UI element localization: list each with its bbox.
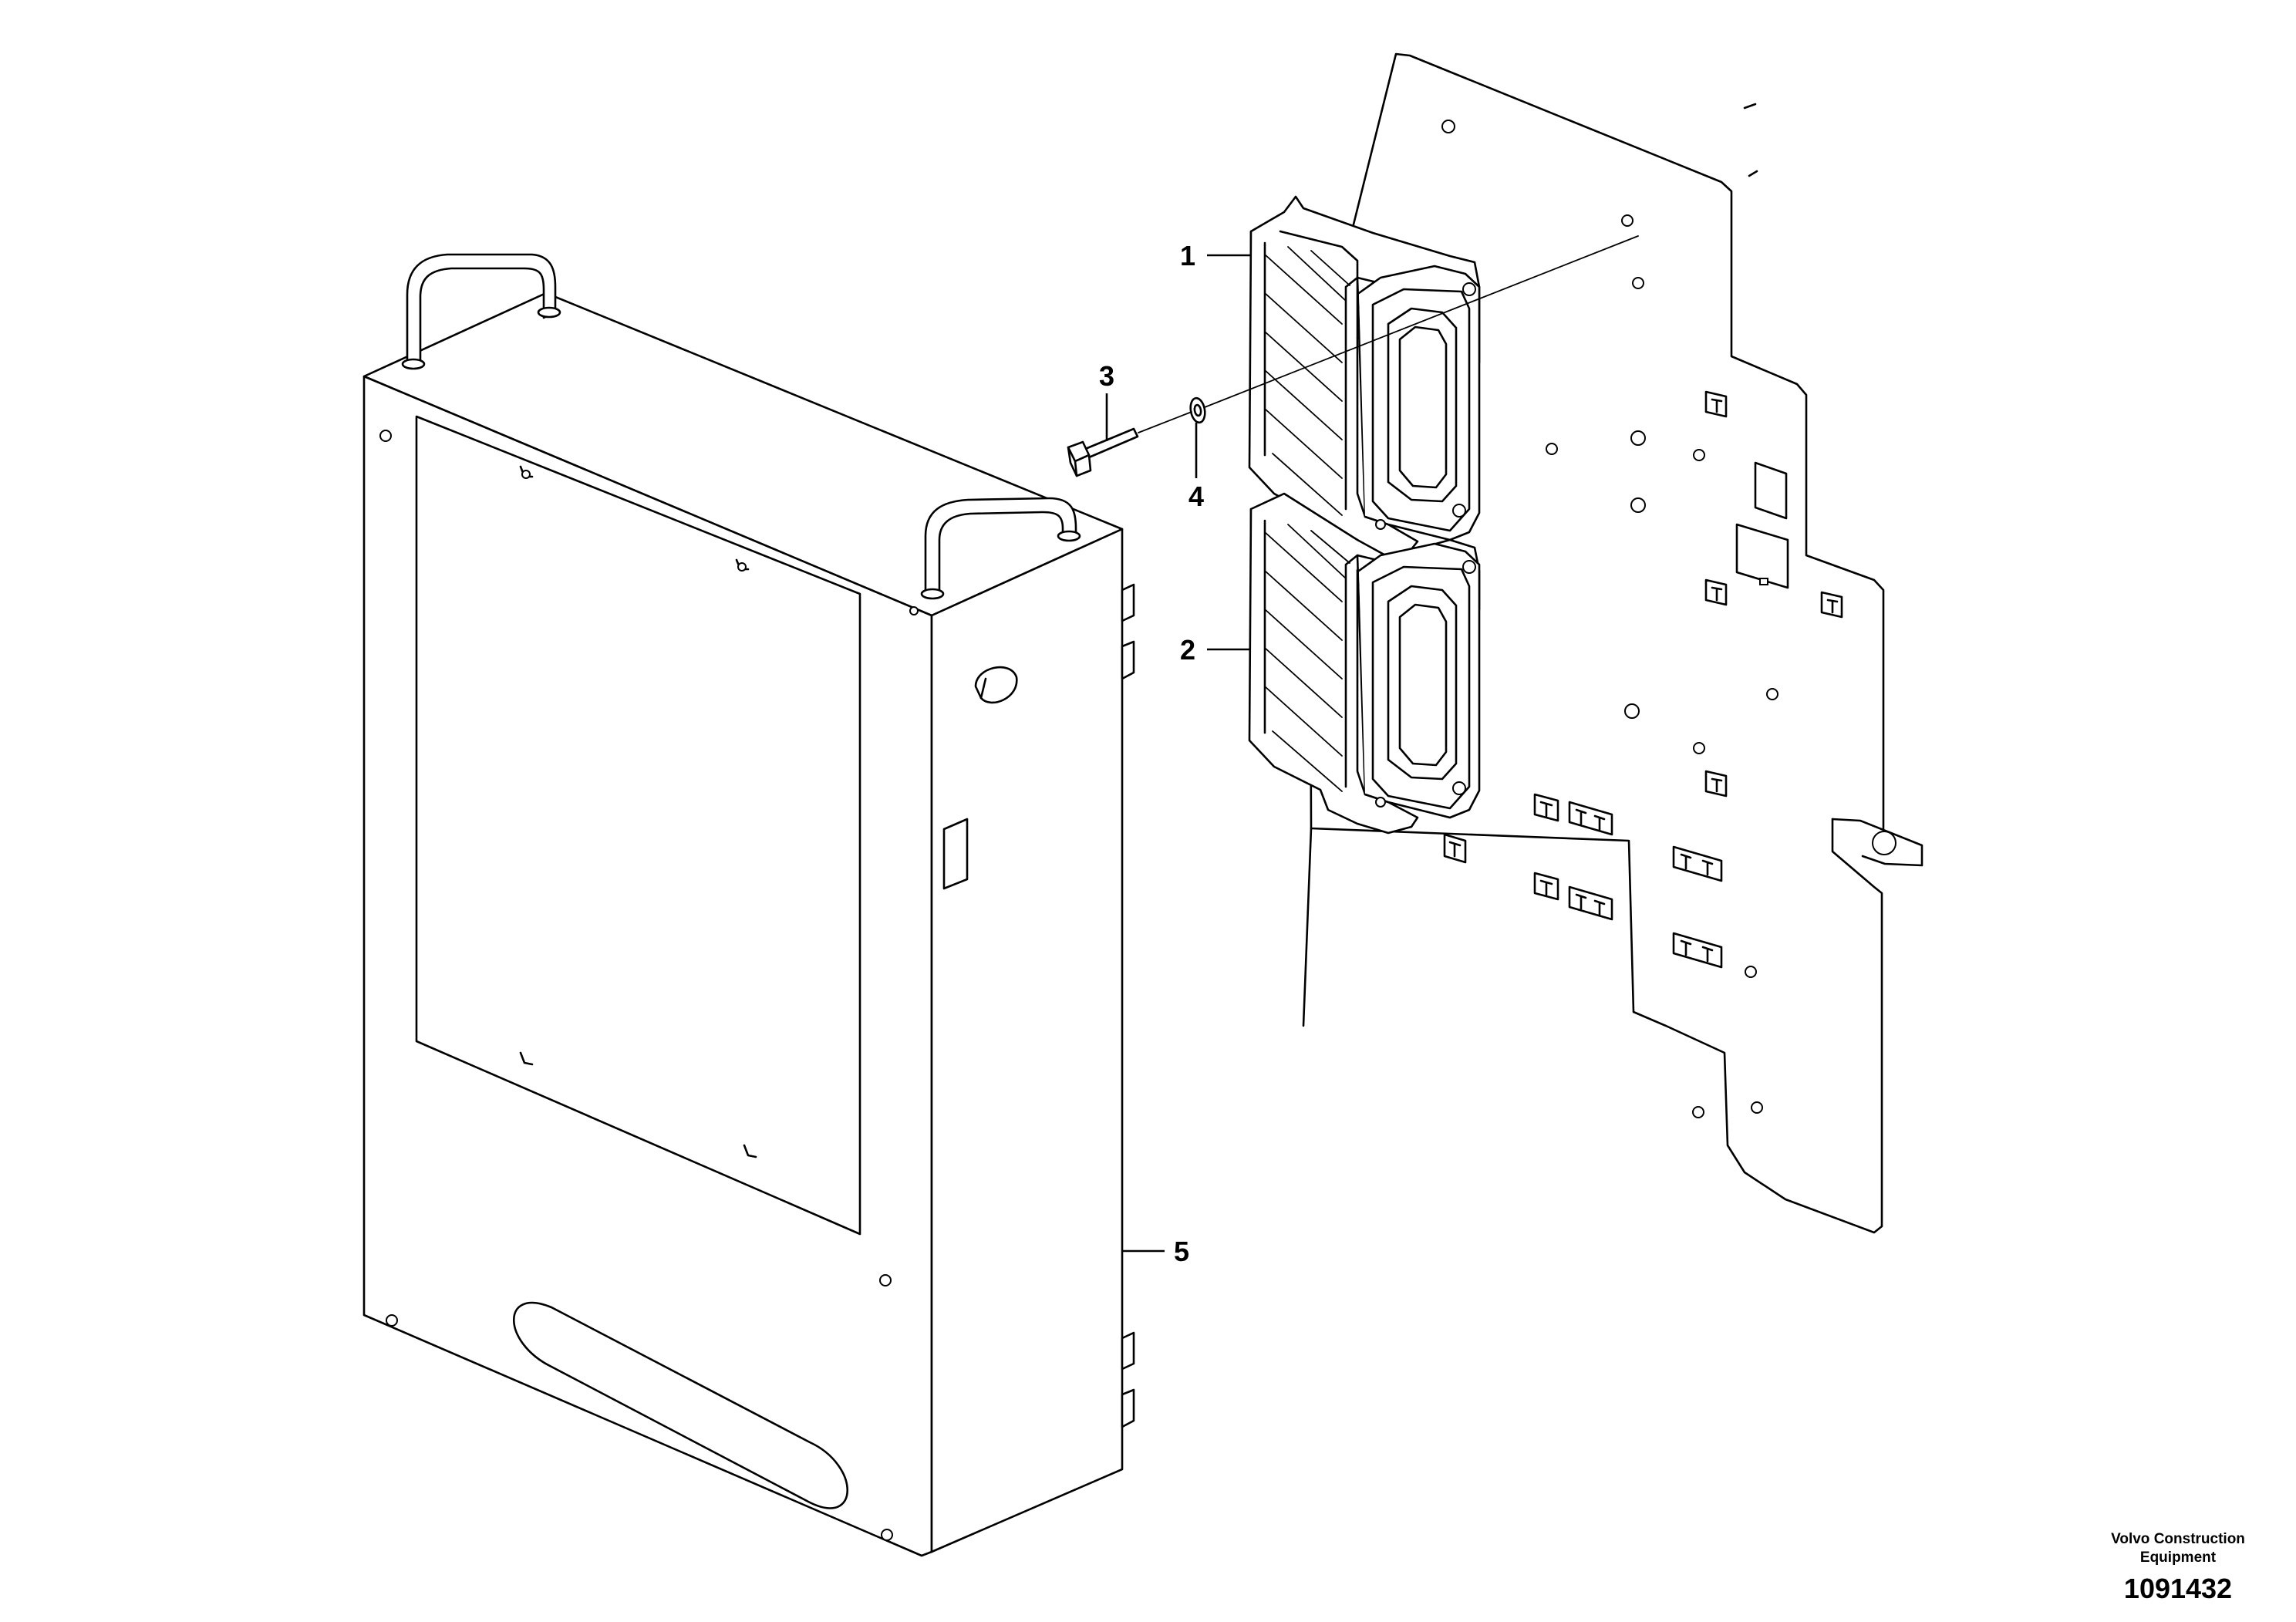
callout-2: 2 xyxy=(1180,634,1251,666)
callout-1-label: 1 xyxy=(1180,240,1195,271)
wire-clip-icon xyxy=(1704,390,1728,418)
callout-3-label: 3 xyxy=(1099,360,1114,392)
hex-screw xyxy=(1067,427,1139,477)
assembly-axis-line xyxy=(1138,235,1639,433)
callout-1: 1 xyxy=(1180,240,1251,271)
handle-front xyxy=(920,497,1081,600)
callout-5-label: 5 xyxy=(1174,1236,1189,1267)
round-knockout xyxy=(974,666,1018,704)
callout-5: 5 xyxy=(1122,1236,1189,1267)
callout-4-label: 4 xyxy=(1188,481,1204,512)
company-name-line1: Volvo Construction xyxy=(2111,1531,2245,1547)
control-unit-lower xyxy=(1248,492,1481,835)
drawing-number: 1091432 xyxy=(2124,1573,2232,1604)
drawing-footer: Volvo Construction Equipment 1091432 xyxy=(2111,1531,2245,1604)
callout-4: 4 xyxy=(1188,423,1204,512)
callout-3: 3 xyxy=(1099,360,1114,441)
washer xyxy=(1189,396,1206,424)
callout-2-label: 2 xyxy=(1180,634,1195,666)
electrical-box xyxy=(362,253,1135,1557)
company-name-line2: Equipment xyxy=(2140,1549,2217,1566)
handle-rear xyxy=(401,253,561,370)
